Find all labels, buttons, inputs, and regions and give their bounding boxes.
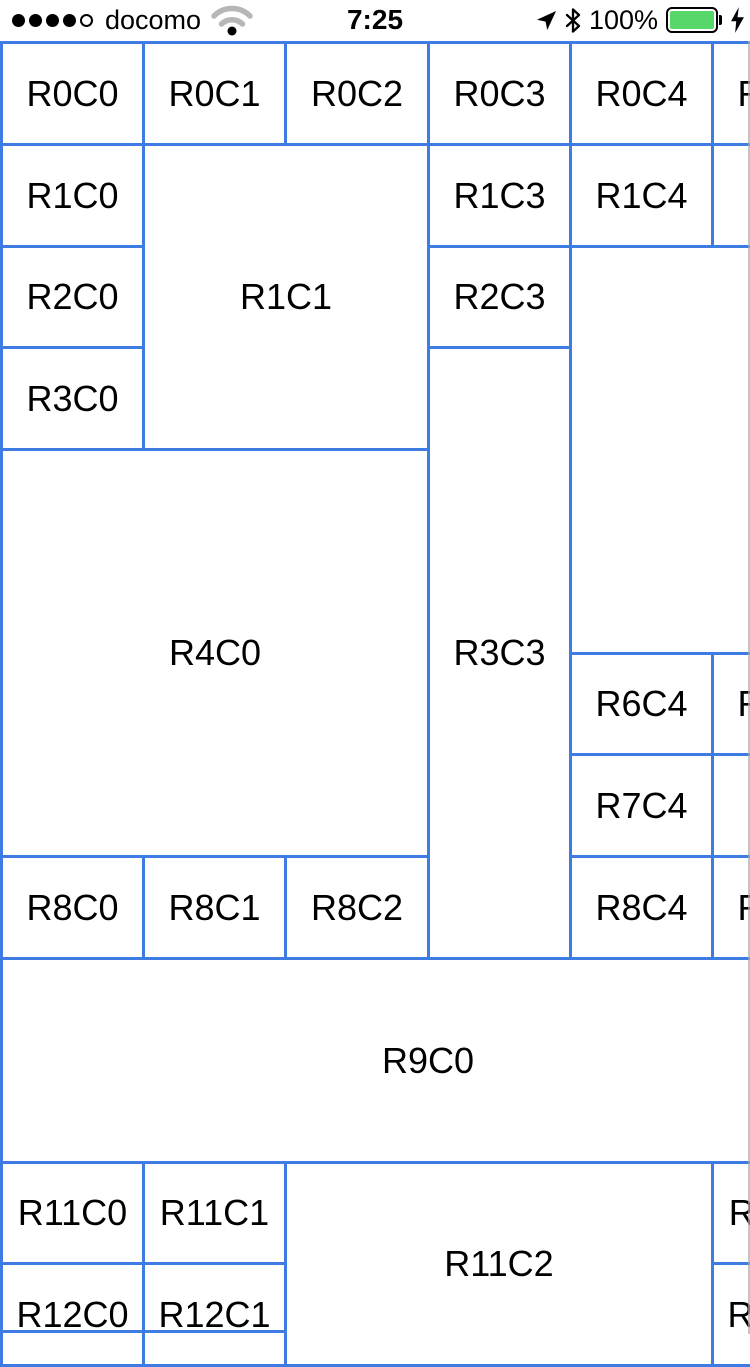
grid-cell-R6C4[interactable]: R6C4: [569, 652, 714, 756]
grid-cell-R1C3[interactable]: R1C3: [427, 143, 572, 248]
grid-cell-R3C0[interactable]: R3C0: [0, 346, 145, 451]
signal-dot-filled: [63, 13, 76, 27]
battery-nub: [719, 15, 722, 25]
grid-cell-R6C5[interactable]: R6C5: [711, 652, 750, 756]
signal-dot-filled: [46, 13, 59, 27]
grid-cell-label: R11C1: [159, 1192, 270, 1233]
grid-cell-unlabeled[interactable]: [569, 245, 750, 655]
grid-cell-R7C4[interactable]: R7C4: [569, 753, 714, 858]
grid-cell-R0C2[interactable]: R0C2: [284, 41, 430, 146]
grid-cell-label: R0C3: [453, 72, 546, 114]
grid-cell-label: R3C0: [26, 377, 119, 419]
grid-cell-R8C4[interactable]: R8C4: [569, 855, 714, 960]
grid-cell-R0C0[interactable]: R0C0: [0, 41, 145, 146]
grid-cell-label: R0C5: [737, 73, 750, 115]
grid-cell-label: R11C0: [17, 1192, 128, 1233]
battery-icon: [666, 7, 718, 33]
grid-cell-R12C0[interactable]: R12C0: [0, 1262, 145, 1367]
grid-cell-R11C1[interactable]: R11C1: [142, 1161, 287, 1265]
grid-cell-label: R12C0: [16, 1293, 129, 1335]
grid-cell-R9C0[interactable]: R9C0: [0, 957, 750, 1164]
grid-cell-label: R0C1: [168, 72, 261, 114]
location-arrow-icon: [536, 10, 556, 30]
grid-cell-R1C4[interactable]: R1C4: [569, 143, 714, 248]
signal-dot-filled: [29, 13, 42, 27]
grid-cell-label: R2C0: [26, 276, 119, 317]
grid-cell-label: R6C4: [595, 683, 688, 724]
battery-percent-label: 100%: [588, 4, 658, 35]
carrier-label: docomo: [105, 4, 202, 35]
grid-cell-R11C5[interactable]: R11C5: [711, 1161, 750, 1265]
grid-cell-label: R3C3: [453, 632, 546, 673]
grid-cell-R3C3[interactable]: R3C3: [427, 346, 572, 960]
charging-bolt-icon: [731, 7, 744, 33]
grid-cell-unlabeled[interactable]: [711, 143, 750, 248]
grid-cell-label: R0C4: [595, 72, 688, 114]
grid-cell-label: R8C2: [310, 886, 404, 928]
grid-cell-R12C5[interactable]: R12C5: [711, 1262, 750, 1367]
grid-cell-label: R8C5: [737, 887, 750, 929]
grid-cell-label: R8C1: [168, 886, 261, 928]
grid-cell-label: R6C5: [737, 683, 750, 725]
grid-cell-label: R9C0: [381, 1039, 475, 1081]
grid-cell-label: R0C0: [26, 72, 119, 114]
grid-cell-label: R11C5: [728, 1192, 750, 1233]
signal-strength-dots: [12, 13, 97, 27]
grid-cell-R0C1[interactable]: R0C1: [142, 41, 287, 146]
bottom-partial-border-line: [0, 1330, 287, 1333]
bluetooth-icon: [565, 7, 581, 33]
grid-cell-label: R1C0: [26, 174, 119, 216]
battery-fill: [670, 11, 714, 29]
grid-cell-R2C0[interactable]: R2C0: [0, 245, 145, 349]
status-bar-right: 100%: [528, 0, 745, 40]
grid-cell-label: R8C4: [595, 886, 688, 928]
grid-cell-label: R12C5: [727, 1293, 750, 1335]
grid-cell-R4C0[interactable]: R4C0: [0, 448, 430, 858]
grid-cell-R12C1[interactable]: R12C1: [142, 1262, 287, 1367]
grid-cell-R8C1[interactable]: R8C1: [142, 855, 287, 960]
grid-cell-label: R1C3: [453, 174, 546, 216]
grid-canvas: R0C0 R0C1 R0C2 R0C3 R0C4 R0C5R1C0R1C1 R1C3 R1C4…: [0, 41, 750, 1367]
grid-cell-R1C0[interactable]: R1C0: [0, 143, 145, 248]
grid-cell-R1C1[interactable]: R1C1: [142, 143, 430, 451]
grid-cell-label: R1C4: [595, 174, 688, 216]
grid-cell-label: R4C0: [168, 632, 262, 673]
grid-cell-R11C2[interactable]: R11C2: [284, 1161, 714, 1367]
grid-cell-label: R12C1: [158, 1293, 271, 1335]
grid-cell-label: R2C3: [453, 276, 546, 317]
grid-cell-R0C5[interactable]: R0C5: [711, 41, 750, 146]
grid-cell-label: R0C2: [310, 72, 404, 114]
screen-right-edge-line: [748, 41, 750, 1334]
grid-cell-label: R7C4: [595, 784, 688, 826]
grid-cell-R0C3[interactable]: R0C3: [427, 41, 572, 146]
signal-dot-empty: [80, 13, 93, 27]
status-bar: docomo 7:25 100%: [0, 0, 750, 41]
signal-dot-filled: [12, 13, 25, 27]
grid-cell-label: R11C2: [444, 1243, 554, 1284]
grid-cell-label: R1C1: [239, 276, 333, 317]
grid-cell-R11C0[interactable]: R11C0: [0, 1161, 145, 1265]
grid-cell-R8C2[interactable]: R8C2: [284, 855, 430, 960]
grid-cell-unlabeled[interactable]: [711, 753, 750, 858]
grid-cell-R8C0[interactable]: R8C0: [0, 855, 145, 960]
grid-cell-R0C4[interactable]: R0C4: [569, 41, 714, 146]
grid-cell-R2C3[interactable]: R2C3: [427, 245, 572, 349]
wifi-icon: [211, 5, 253, 36]
grid-cell-R8C5[interactable]: R8C5: [711, 855, 750, 960]
grid-cell-label: R8C0: [26, 886, 119, 928]
status-bar-left: docomo: [12, 0, 253, 40]
